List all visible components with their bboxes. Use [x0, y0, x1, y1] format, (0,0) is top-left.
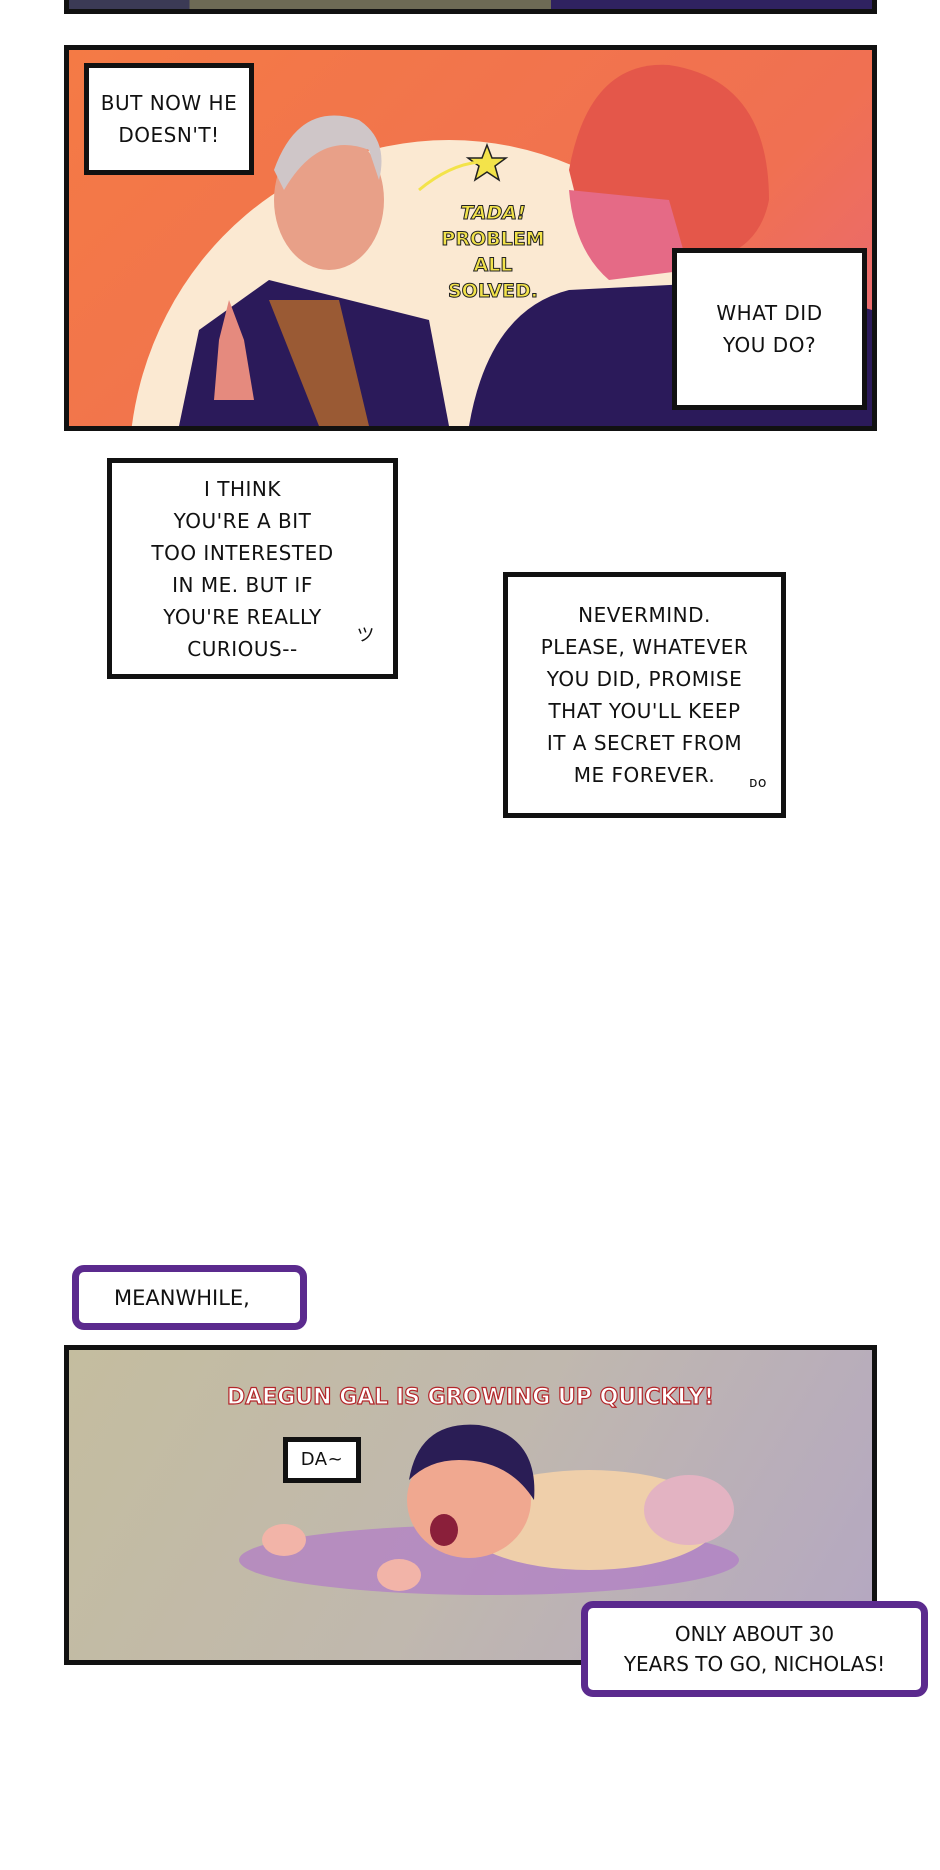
previous-panel-strip [64, 0, 877, 14]
sfx-line: SOLVED. [448, 280, 539, 303]
bubble-text: DA~ [300, 1449, 344, 1470]
glasses-icon: ᴅᴏ [748, 775, 767, 791]
baby-illustration [239, 1424, 739, 1595]
speech-box-nevermind: NEVERMIND. PLEASE, WHATEVER YOU DID, PRO… [503, 572, 786, 818]
sfx-line: PROBLEM ALL [441, 228, 545, 277]
box-line: YOU DID, PROMISE [546, 667, 743, 691]
box-line: I THINK [204, 476, 281, 501]
box-line: NEVERMIND. [578, 603, 711, 627]
caption-text: MEANWHILE, [114, 1285, 250, 1310]
caption-meanwhile: MEANWHILE, [72, 1265, 307, 1330]
speech-bubble-what-did-you-do: WHAT DID YOU DO? [672, 248, 867, 410]
box-line: TOO INTERESTED [151, 540, 334, 565]
box-line: ME FOREVER. [573, 763, 716, 787]
box-line: PLEASE, WHATEVER [540, 635, 749, 659]
smirk-face-icon: ツ [356, 625, 375, 646]
box-line: YOU'RE A BIT [173, 508, 312, 533]
bubble-line: WHAT DID [716, 301, 823, 325]
box-line: IN ME. BUT IF [172, 572, 313, 597]
box-line: THAT YOU'LL KEEP [548, 699, 741, 723]
bubble-line: YOU DO? [722, 333, 817, 357]
box-line: CURIOUS-- [187, 636, 298, 661]
caption-daegun: DAEGUN GAL IS GROWING UP QUICKLY! [226, 1384, 715, 1410]
speech-bubble-but-now: BUT NOW HE DOESN'T! [84, 63, 254, 175]
sfx-tada: TADA! PROBLEM ALL SOLVED. [433, 200, 553, 304]
caption-line: ONLY ABOUT 30 [674, 1622, 835, 1646]
speech-bubble-da: DA~ [283, 1437, 361, 1483]
caption-nicholas: ONLY ABOUT 30 YEARS TO GO, NICHOLAS! [581, 1601, 928, 1697]
bubble-line: DOESN'T! [118, 123, 220, 147]
comic-panel-tada: BUT NOW HE DOESN'T! TADA! PROBLEM ALL SO… [64, 45, 877, 431]
comic-panel-baby: DAEGUN GAL IS GROWING UP QUICKLY! DA~ [64, 1345, 877, 1665]
speech-box-curious: I THINK YOU'RE A BIT TOO INTERESTED IN M… [107, 458, 398, 679]
box-line: IT A SECRET FROM [546, 731, 743, 755]
bubble-line: BUT NOW HE [100, 91, 238, 115]
box-line: YOU'RE REALLY [163, 604, 322, 629]
caption-line: YEARS TO GO, NICHOLAS! [623, 1652, 886, 1676]
sfx-line: TADA! [460, 202, 526, 225]
